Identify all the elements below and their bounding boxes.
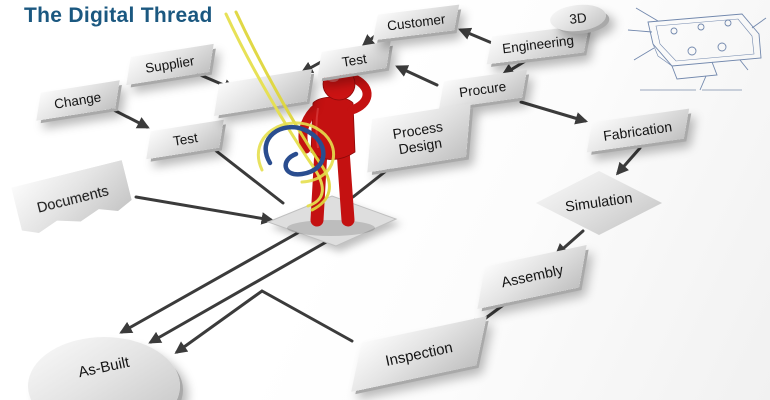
- node-inspection: Inspection: [351, 316, 487, 392]
- node-test-left: Test: [146, 119, 224, 160]
- node-label: Process Design: [391, 118, 444, 158]
- node-label: Customer: [386, 11, 446, 34]
- node-as-built: As-Built: [28, 337, 180, 400]
- node-procure: Procure: [438, 69, 528, 110]
- node-assembly: Assembly: [477, 244, 587, 310]
- node-customer: Customer: [372, 4, 460, 41]
- node-label: Test: [171, 130, 199, 149]
- node-label: As-Built: [76, 353, 132, 382]
- node-test-center: Test: [317, 41, 391, 79]
- node-label: Simulation: [564, 190, 634, 216]
- node-label: 3D: [568, 9, 588, 27]
- node-label: Test: [340, 50, 368, 70]
- page-title: The Digital Thread: [24, 4, 213, 27]
- node-blank: [214, 69, 312, 116]
- node-fabrication: Fabrication: [586, 108, 690, 153]
- node-process-design: Process Design: [367, 103, 471, 173]
- node-label: Fabrication: [602, 117, 674, 144]
- node-label: Engineering: [501, 32, 575, 57]
- node-change: Change: [36, 80, 120, 121]
- node-label: Inspection: [383, 338, 455, 370]
- node-documents: Documents: [11, 160, 135, 240]
- node-simulation: Simulation: [536, 171, 662, 235]
- node-label: Assembly: [499, 262, 565, 292]
- node-label: Procure: [458, 78, 508, 101]
- node-label: Documents: [35, 183, 111, 217]
- node-label: Supplier: [144, 53, 196, 76]
- node-label: Change: [53, 89, 103, 112]
- node-supplier: Supplier: [126, 43, 214, 86]
